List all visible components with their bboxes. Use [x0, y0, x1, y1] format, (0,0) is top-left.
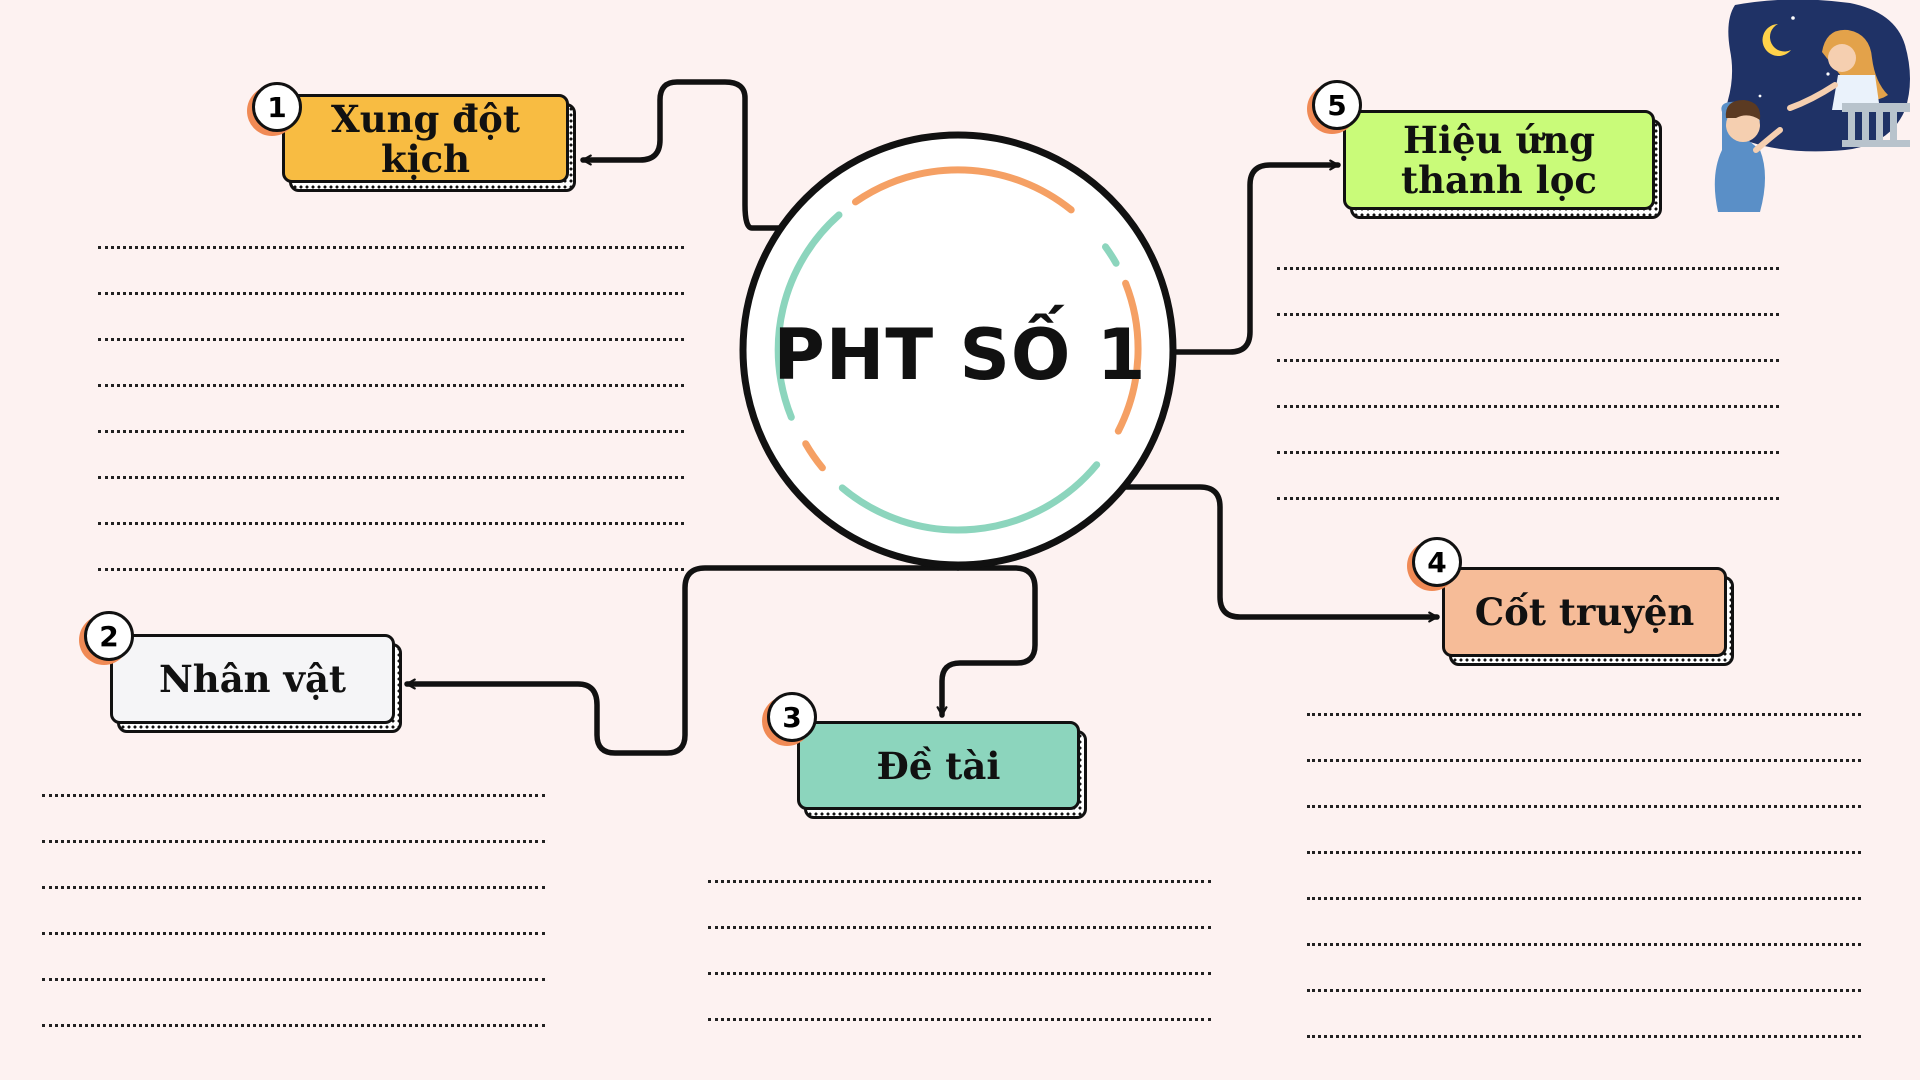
writing-line[interactable]: [708, 883, 1211, 929]
node-4-box[interactable]: Cốt truyện: [1442, 567, 1727, 657]
writing-line[interactable]: [1307, 670, 1861, 716]
node-1-badge: 1: [252, 82, 302, 132]
writing-line[interactable]: [42, 751, 545, 797]
writing-line[interactable]: [1277, 224, 1779, 270]
writing-line[interactable]: [1307, 992, 1861, 1038]
writing-line[interactable]: [1307, 900, 1861, 946]
node-1-box[interactable]: Xung đột kịch: [282, 94, 569, 183]
writing-line[interactable]: [1277, 270, 1779, 316]
writing-line[interactable]: [98, 479, 684, 525]
connector-to-node-3: [936, 565, 1038, 718]
ring-arc-orange-right: [1114, 279, 1142, 435]
connector-to-node-4: [1122, 484, 1440, 623]
writing-line[interactable]: [42, 797, 545, 843]
node-5-label: Hiệu ứng thanh lọc: [1401, 118, 1597, 202]
writing-line[interactable]: [1277, 316, 1779, 362]
node-3-label: Đề tài: [876, 743, 1001, 788]
node-4-label: Cốt truyện: [1474, 590, 1695, 634]
writing-line[interactable]: [1277, 362, 1779, 408]
writing-line[interactable]: [98, 341, 684, 387]
ring-arc-teal-left: [774, 211, 843, 421]
writing-line[interactable]: [1307, 854, 1861, 900]
writing-line[interactable]: [42, 889, 545, 935]
writing-line[interactable]: [98, 387, 684, 433]
writing-line[interactable]: [98, 295, 684, 341]
writing-lines-node-2[interactable]: [42, 751, 545, 1027]
node-5-badge: 5: [1312, 80, 1362, 130]
writing-lines-node-3[interactable]: [708, 837, 1211, 1021]
writing-line[interactable]: [1307, 716, 1861, 762]
node-5-box[interactable]: Hiệu ứng thanh lọc: [1343, 110, 1655, 210]
writing-line[interactable]: [1277, 408, 1779, 454]
connector-to-node-5: [1172, 159, 1341, 355]
ring-arc-teal-bottom: [838, 461, 1101, 534]
connector-to-node-1: [580, 79, 783, 231]
writing-line[interactable]: [708, 837, 1211, 883]
node-2-label: Nhân vật: [158, 657, 347, 701]
writing-lines-node-4[interactable]: [1307, 670, 1861, 1038]
writing-line[interactable]: [1307, 762, 1861, 808]
writing-line[interactable]: [98, 433, 684, 479]
writing-line[interactable]: [42, 843, 545, 889]
central-title: PHT SỐ 1: [773, 314, 1147, 396]
ring-arc-teal-right-top: [1102, 243, 1120, 267]
writing-line[interactable]: [1307, 808, 1861, 854]
node-2-badge: 2: [84, 611, 134, 661]
central-circle: [739, 131, 1177, 569]
ring-arc-orange-top: [852, 166, 1075, 214]
writing-line[interactable]: [1307, 946, 1861, 992]
writing-line[interactable]: [708, 929, 1211, 975]
connector-to-node-2: [404, 565, 961, 756]
ring-arc-orange-left: [802, 440, 826, 472]
writing-lines-node-5[interactable]: [1277, 224, 1779, 500]
writing-line[interactable]: [42, 935, 545, 981]
writing-line[interactable]: [1277, 454, 1779, 500]
node-3-box[interactable]: Đề tài: [797, 721, 1080, 810]
writing-line[interactable]: [42, 981, 545, 1027]
writing-line[interactable]: [708, 975, 1211, 1021]
balcony-scene-icon: [1714, 0, 1910, 212]
node-2-box[interactable]: Nhân vật: [110, 634, 395, 724]
node-3-badge: 3: [767, 692, 817, 742]
writing-line[interactable]: [98, 249, 684, 295]
writing-line[interactable]: [98, 525, 684, 571]
writing-line[interactable]: [98, 203, 684, 249]
node-1-label: Xung đột kịch: [331, 96, 520, 181]
writing-lines-node-1[interactable]: [98, 203, 684, 571]
node-4-badge: 4: [1412, 537, 1462, 587]
